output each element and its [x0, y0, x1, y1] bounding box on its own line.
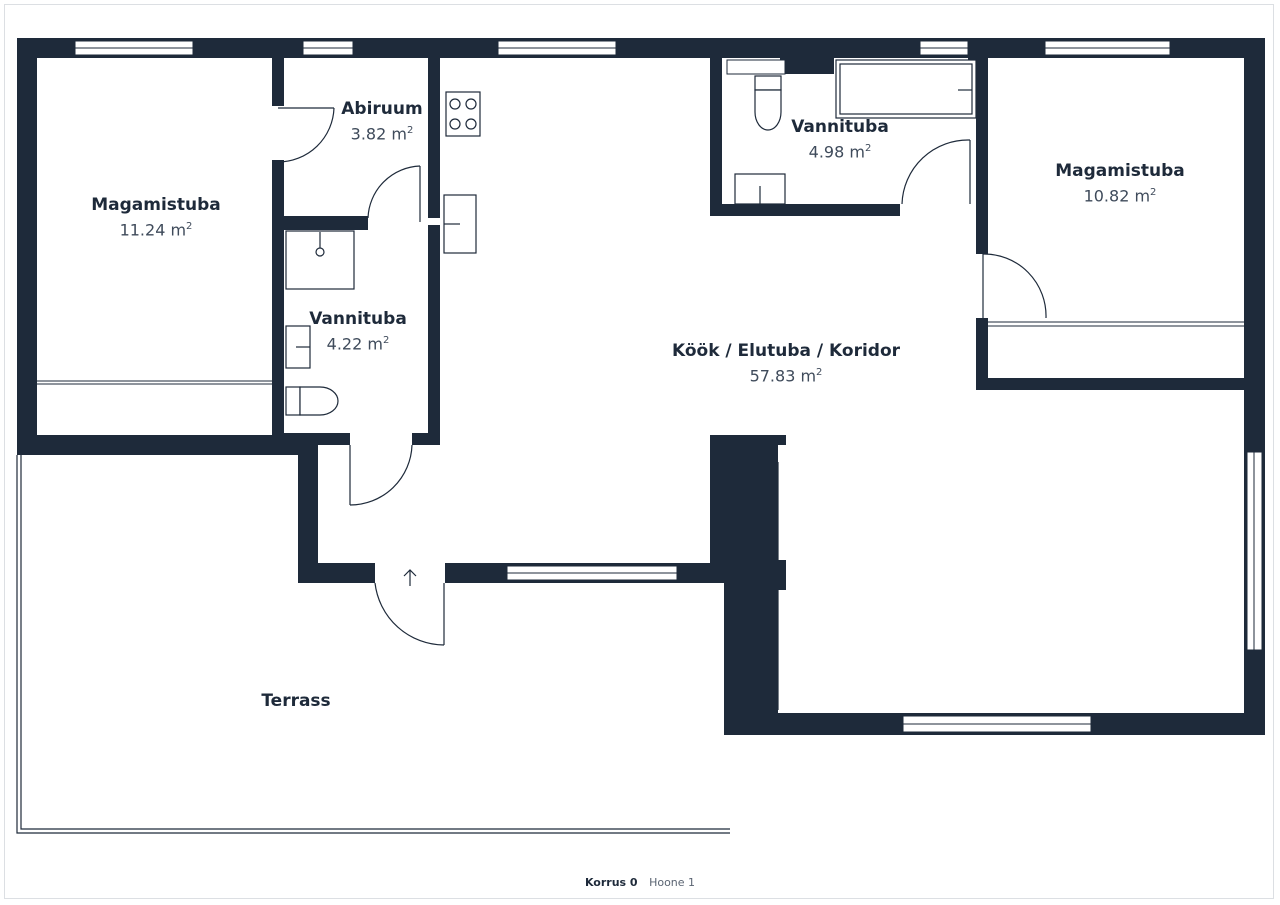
room-area: 10.82 m2 — [1083, 186, 1157, 206]
floor-label: Korrus 0 — [584, 876, 638, 889]
fixtures — [285, 59, 977, 416]
room-name: Terrass — [261, 691, 331, 711]
plan-footer: Korrus 0 Hoone 1 — [0, 876, 1280, 889]
room-label-magamistuba-left: Magamistuba 11.24 m2 — [91, 194, 221, 241]
room-area: 3.82 m2 — [350, 124, 414, 144]
room-name: Magamistuba — [91, 195, 221, 215]
room-name: Köök / Elutuba / Koridor — [671, 341, 901, 361]
room-name: Magamistuba — [1055, 161, 1185, 181]
room-label-vannituba-small: Vannituba 4.22 m2 — [309, 308, 407, 355]
building-label: Hoone 1 — [649, 876, 696, 889]
room-name: Vannituba — [309, 309, 407, 329]
walls — [17, 38, 1265, 735]
terrace-outline — [16, 455, 730, 834]
room-label-terrass: Terrass — [261, 690, 330, 712]
room-area: 11.24 m2 — [119, 220, 193, 240]
toilet-icon — [285, 386, 301, 416]
room-label-abiruum: Abiruum 3.82 m2 — [341, 98, 422, 145]
room-name: Abiruum — [341, 99, 423, 119]
window-centerlines — [75, 47, 1255, 725]
room-name: Vannituba — [791, 117, 889, 137]
room-label-vannituba-top: Vannituba 4.98 m2 — [791, 116, 889, 163]
room-area: 57.83 m2 — [749, 366, 823, 386]
plan-frame — [4, 4, 1274, 899]
wardrobes — [37, 321, 1244, 385]
room-area: 4.22 m2 — [326, 334, 390, 354]
room-label-kook: Köök / Elutuba / Koridor 57.83 m2 — [672, 340, 900, 387]
entrance-arrow-icon — [403, 569, 417, 586]
room-area: 4.98 m2 — [808, 142, 872, 162]
room-label-magamistuba-right: Magamistuba 10.82 m2 — [1055, 160, 1185, 207]
doors — [277, 107, 1047, 710]
stove-icon — [445, 91, 481, 137]
